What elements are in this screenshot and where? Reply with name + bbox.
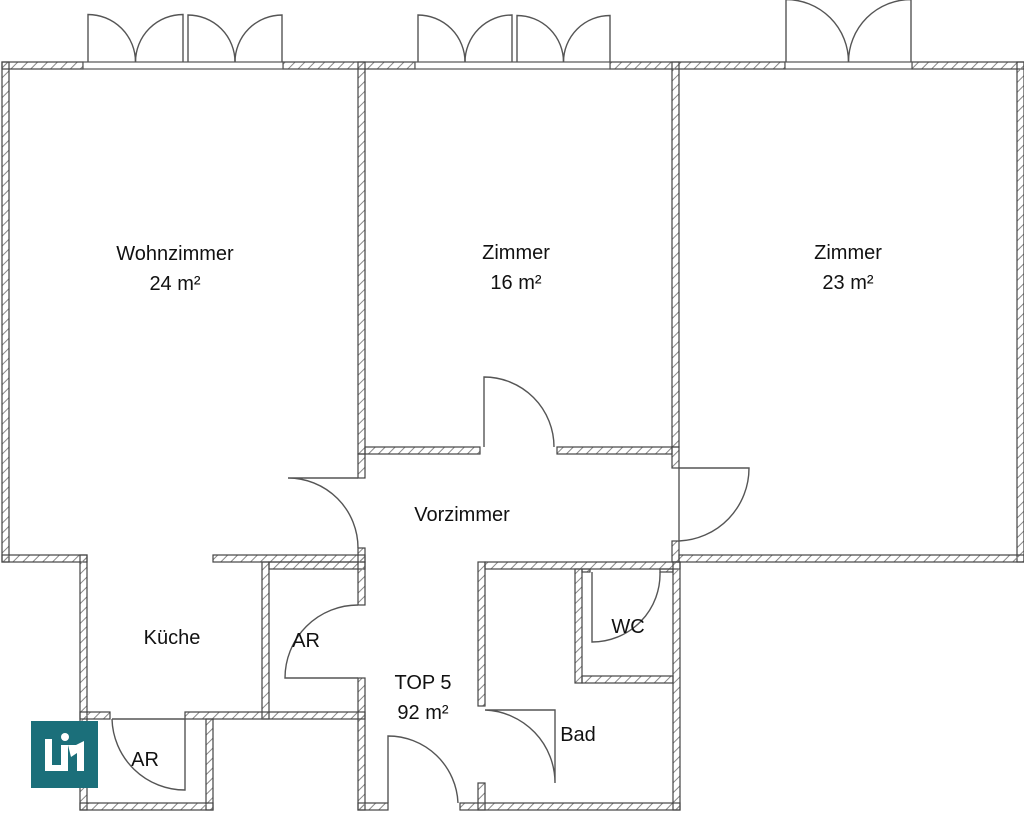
wall <box>357 802 389 811</box>
wall <box>282 61 416 70</box>
door-leaf <box>562 14 611 63</box>
wall <box>671 540 680 563</box>
unit-label: TOP 5 92 m² <box>394 668 451 728</box>
door-leaf <box>134 13 184 63</box>
openings <box>82 0 913 804</box>
room-label-zimmer-1: Zimmer 16 m² <box>482 238 550 298</box>
door <box>483 376 555 448</box>
window <box>784 61 913 70</box>
wall <box>357 61 366 455</box>
room-label-bad: Bad <box>560 724 596 746</box>
wall <box>261 561 270 720</box>
door <box>591 571 661 643</box>
wall <box>477 782 486 811</box>
wall <box>609 61 786 70</box>
wall <box>477 561 486 707</box>
room-area: 16 m² <box>490 272 542 294</box>
room-label-vorzimmer: Vorzimmer <box>414 504 510 526</box>
wall <box>268 561 366 570</box>
wall <box>1 61 84 70</box>
wall <box>671 446 680 469</box>
wall <box>556 446 673 455</box>
wall <box>671 61 680 448</box>
door <box>678 467 750 542</box>
door <box>387 735 459 804</box>
room-label-ar-2: AR <box>131 749 159 771</box>
room-label-ar-1: AR <box>292 630 320 652</box>
room-label-wc: WC <box>611 616 645 638</box>
room-area: 23 m² <box>822 272 874 294</box>
door-leaf <box>516 14 565 63</box>
walls <box>1 61 1024 811</box>
wall <box>1 61 10 563</box>
door-leaf <box>464 14 513 63</box>
door <box>484 709 556 784</box>
wall <box>659 568 674 573</box>
wall <box>678 554 1024 563</box>
wall <box>1016 61 1024 563</box>
wall <box>79 711 111 720</box>
wall <box>911 61 1024 70</box>
wall <box>484 561 681 570</box>
room-label-kueche: Küche <box>143 627 201 649</box>
wall <box>79 802 214 811</box>
door-leaf <box>187 14 236 63</box>
window <box>82 61 284 70</box>
wall <box>184 711 366 720</box>
wall <box>212 554 366 563</box>
room-label-wohnzimmer: Wohnzimmer 24 m² <box>116 239 233 299</box>
room-label-zimmer-2: Zimmer 23 m² <box>814 238 882 298</box>
wall <box>357 677 366 811</box>
room-name: Zimmer <box>482 242 550 264</box>
wall <box>581 675 674 684</box>
door <box>111 718 186 791</box>
wall <box>1 554 88 563</box>
room-name: Zimmer <box>814 242 882 264</box>
door-leaf <box>234 14 283 63</box>
wall <box>574 568 583 684</box>
unit-title: TOP 5 <box>394 672 452 694</box>
door <box>284 604 359 679</box>
window <box>414 61 611 70</box>
wall <box>357 547 366 606</box>
wall <box>357 453 366 479</box>
wall <box>364 446 481 455</box>
door-leaf <box>847 0 912 63</box>
room-area: 24 m² <box>149 273 201 295</box>
room-name: Wohnzimmer <box>116 243 234 265</box>
door-leaf <box>417 14 466 63</box>
company-logo <box>31 721 98 788</box>
wall <box>672 561 681 811</box>
unit-area: 92 m² <box>397 702 449 724</box>
door <box>287 477 359 549</box>
wall <box>205 718 214 811</box>
door-leaf <box>87 13 137 63</box>
wall <box>459 802 681 811</box>
logo-mark-icon <box>45 733 84 771</box>
wall <box>581 568 591 573</box>
door-leaf <box>785 0 850 63</box>
